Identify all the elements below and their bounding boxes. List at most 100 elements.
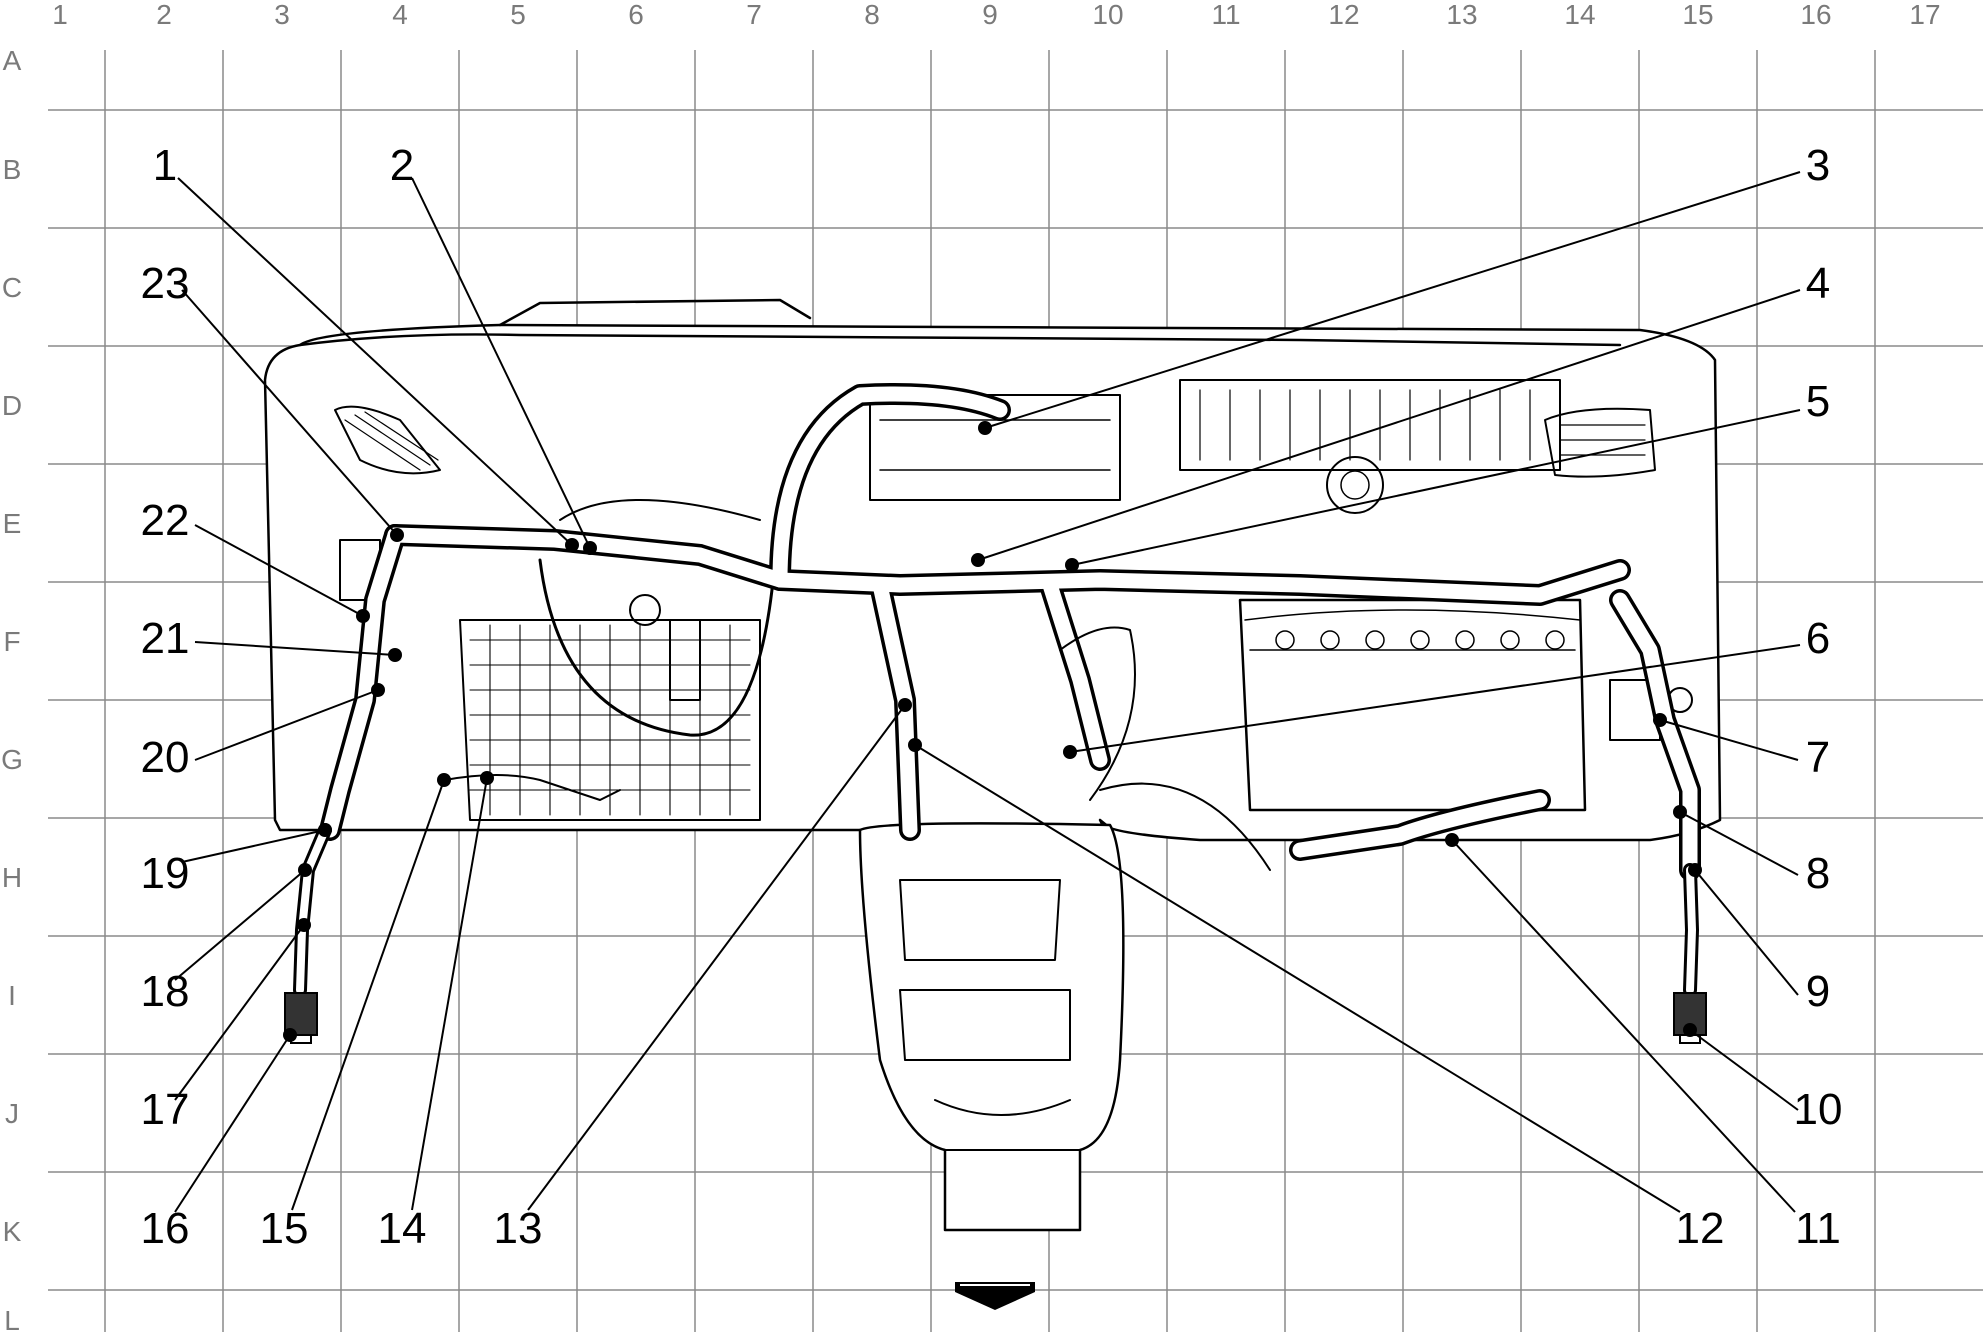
callout-20: 20 — [141, 733, 190, 782]
leader-line — [977, 289, 1801, 561]
callout-point — [1673, 805, 1687, 819]
callout-point — [318, 823, 332, 837]
leader-line — [194, 689, 379, 761]
leader-line — [1694, 869, 1799, 996]
callout-point — [1065, 558, 1079, 572]
callout-point — [371, 683, 385, 697]
grid-row-label: I — [8, 980, 16, 1011]
callout-point — [297, 918, 311, 932]
grid-row-label: A — [3, 45, 22, 76]
grid-row-label: K — [3, 1216, 22, 1247]
callout-17: 17 — [141, 1085, 190, 1134]
grid-row-label: C — [2, 272, 22, 303]
grid-column-label: 13 — [1446, 0, 1477, 30]
callout-2: 2 — [390, 141, 414, 190]
callout-11: 11 — [1795, 1204, 1841, 1253]
callout-point — [1683, 1023, 1697, 1037]
leader-line — [1071, 409, 1801, 566]
grid-column-label: 2 — [156, 0, 172, 30]
grid-column-label: 12 — [1328, 0, 1359, 30]
leader-line — [984, 171, 1801, 429]
callout-point — [583, 541, 597, 555]
grid-column-label: 3 — [274, 0, 290, 30]
callout-point — [978, 421, 992, 435]
callout-9: 9 — [1806, 967, 1830, 1016]
leader-line — [1069, 644, 1801, 753]
callout-point — [390, 528, 404, 542]
grid-column-label: 4 — [392, 0, 408, 30]
leader-line — [181, 829, 326, 863]
leader-line — [194, 524, 364, 617]
callout-point — [1653, 713, 1667, 727]
grid-column-label: 10 — [1092, 0, 1123, 30]
leader-line — [411, 777, 488, 1211]
leader-line — [1659, 719, 1799, 761]
callout-6: 6 — [1806, 614, 1830, 663]
callout-3: 3 — [1806, 141, 1830, 190]
grid-column-label: 17 — [1909, 0, 1940, 30]
leader-line — [177, 177, 573, 546]
leader-line — [914, 744, 1681, 1213]
callout-15: 15 — [260, 1204, 309, 1253]
grid-row-label: J — [5, 1098, 19, 1129]
grid-column-label: 5 — [510, 0, 526, 30]
callout-4: 4 — [1806, 259, 1830, 308]
leader-line — [1679, 811, 1799, 876]
grid-row-label: E — [3, 508, 22, 539]
grid-row-label: D — [2, 390, 22, 421]
callout-point — [480, 771, 494, 785]
forward-arrow-icon — [955, 1282, 1035, 1310]
callout-leaders — [174, 171, 1801, 1213]
grid-row-label: F — [3, 626, 20, 657]
callout-point — [971, 553, 985, 567]
callout-1: 1 — [153, 141, 177, 190]
leader-line — [1689, 1029, 1799, 1111]
callout-labels: 1 2 3 4 5 6 7 8 9 10 11 12 13 14 15 16 1… — [141, 141, 1843, 1253]
callout-19: 19 — [141, 849, 190, 898]
callout-8: 8 — [1806, 849, 1830, 898]
callout-point — [388, 648, 402, 662]
callout-point — [437, 773, 451, 787]
leader-line — [194, 641, 396, 656]
leader-line — [411, 177, 591, 549]
callout-point — [908, 738, 922, 752]
callout-point — [1063, 745, 1077, 759]
callout-points — [283, 421, 1702, 1042]
callout-22: 22 — [141, 496, 190, 545]
callout-12: 12 — [1676, 1204, 1725, 1253]
callout-7: 7 — [1806, 733, 1830, 782]
grid-column-label: 1 — [52, 0, 68, 30]
grid-row-label: B — [3, 154, 22, 185]
leader-line — [527, 704, 906, 1211]
grid-column-label: 7 — [746, 0, 762, 30]
grid-column-label: 14 — [1564, 0, 1595, 30]
callout-16: 16 — [141, 1204, 190, 1253]
grid-row-label: G — [1, 744, 23, 775]
leader-line — [174, 1034, 291, 1213]
callout-13: 13 — [494, 1204, 543, 1253]
callout-point — [356, 609, 370, 623]
callout-10: 10 — [1794, 1085, 1843, 1134]
leader-line — [174, 924, 305, 1101]
callout-5: 5 — [1806, 377, 1830, 426]
callout-14: 14 — [378, 1204, 427, 1253]
callout-point — [1445, 833, 1459, 847]
grid-column-label: 9 — [982, 0, 998, 30]
callout-point — [565, 538, 579, 552]
callout-21: 21 — [141, 614, 190, 663]
grid-column-label: 16 — [1800, 0, 1831, 30]
callout-point — [898, 698, 912, 712]
grid-row-label: L — [4, 1305, 20, 1332]
leader-line — [291, 779, 445, 1211]
grid-column-label: 15 — [1682, 0, 1713, 30]
callout-18: 18 — [141, 967, 190, 1016]
callout-point — [298, 863, 312, 877]
grid-column-label: 11 — [1211, 0, 1240, 30]
callout-23: 23 — [141, 259, 190, 308]
leader-line — [1451, 839, 1796, 1213]
instrument-panel-drawing — [263, 298, 1722, 1232]
connector-icon — [284, 992, 1707, 1044]
